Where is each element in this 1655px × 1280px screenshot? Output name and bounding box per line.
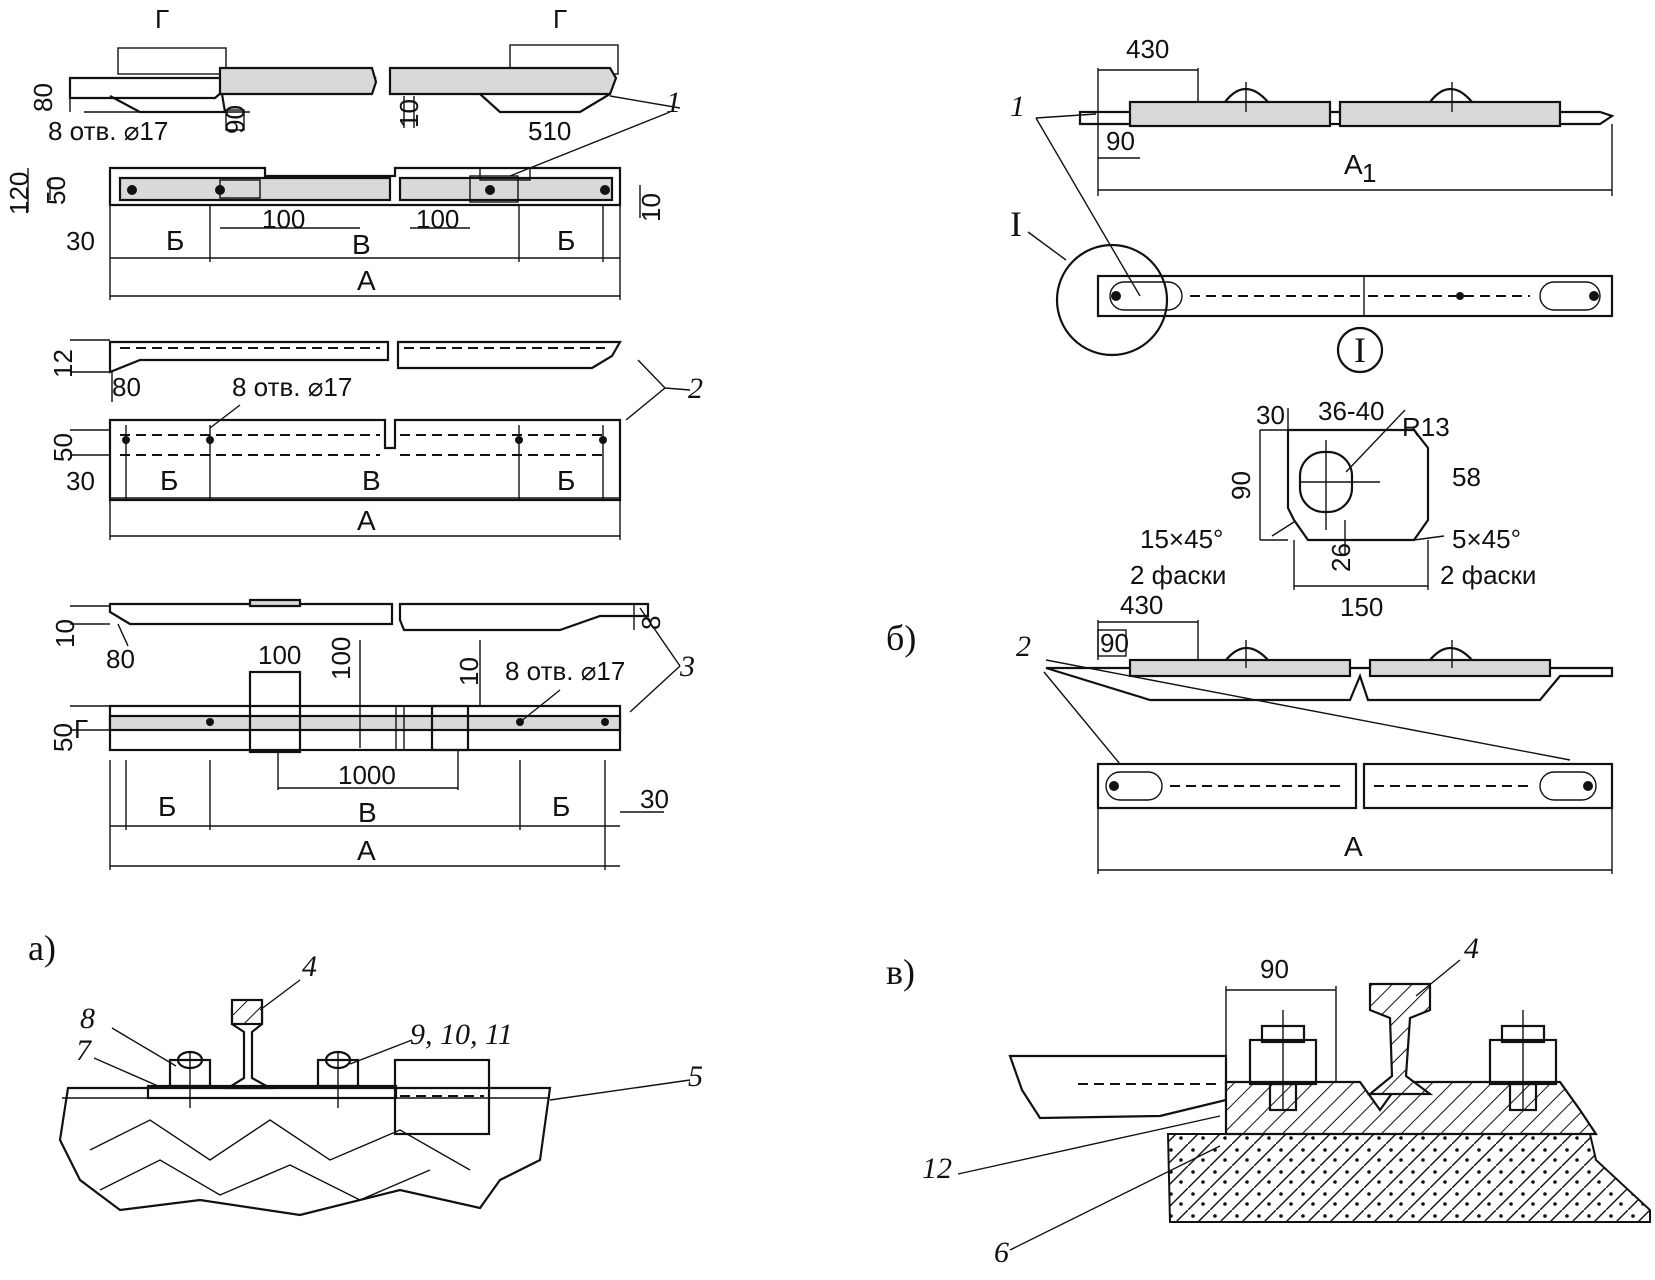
fig-a3-label-b-left: Б <box>158 791 176 822</box>
fig-a2-holes: 8 отв. ⌀17 <box>232 372 352 402</box>
fig-a1-dim-10-right: 10 <box>636 193 666 222</box>
fig-a2-label-v: В <box>362 465 381 496</box>
fig-b-top-label-a1: А <box>1344 149 1363 180</box>
fig-a1-dim-50: 50 <box>41 176 71 205</box>
fig-b-bottom-label-a: А <box>1344 831 1363 862</box>
fig-a1-dim-100-left: 100 <box>262 204 305 234</box>
fig-b-top-detail-circle-label: I <box>1354 330 1366 370</box>
fig-a2-dim-12: 12 <box>48 349 78 378</box>
fig-v-callout-12: 12 <box>922 1152 952 1185</box>
fig-a1-holes: 8 отв. ⌀17 <box>48 116 168 146</box>
fig-b-detail-dim-r13: R13 <box>1402 412 1450 442</box>
fig-a-top-view: Г Г 80 90 10 8 отв. ⌀17 510 120 50 100 1… <box>4 4 681 300</box>
fig-a3-dim-10: 10 <box>50 619 80 648</box>
fig-b-detail-dim-90: 90 <box>1226 471 1256 500</box>
fig-b-detail-chamfer-right: 5×45° <box>1452 524 1521 554</box>
fig-a3-dim-10-b: 10 <box>454 657 484 686</box>
fig-a3-label-g: Г <box>74 714 88 744</box>
fig-b-top-detail-mark: I <box>1010 204 1022 244</box>
fig-a-callout-9-10-11: 9, 10, 11 <box>410 1018 513 1051</box>
fig-v-part-label: в) <box>886 952 915 992</box>
fig-a2-label-b-right: Б <box>557 465 575 496</box>
fig-a1-dim-120: 120 <box>4 172 34 215</box>
fig-a1-dim-30: 30 <box>66 226 95 256</box>
fig-a3-callout: 3 <box>679 650 695 683</box>
fig-b-top-dim-90: 90 <box>1106 126 1135 156</box>
fig-a2-label-a: А <box>357 505 376 536</box>
fig-v-callout-4: 4 <box>1464 932 1479 965</box>
fig-a1-dim-80: 80 <box>28 83 58 112</box>
fig-a1-label-a: А <box>357 265 376 296</box>
fig-b-detail-dim-58: 58 <box>1452 462 1481 492</box>
fig-b-detail-dim-26: 26 <box>1326 543 1356 572</box>
fig-a1-dim-10: 10 <box>394 99 424 128</box>
fig-a2-label-b-left: Б <box>160 465 178 496</box>
fig-a-callout-4: 4 <box>302 950 317 983</box>
fig-b-bottom-dim-90: 90 <box>1100 628 1129 658</box>
fig-a1-label-b-right: Б <box>557 225 575 256</box>
fig-a1-dim-90: 90 <box>220 105 250 134</box>
fig-b-top-callout: 1 <box>1010 90 1025 123</box>
fig-a3-dim-1000: 1000 <box>338 760 396 790</box>
fig-a1-dim-510: 510 <box>528 116 571 146</box>
fig-b-detail-dim-150: 150 <box>1340 592 1383 622</box>
fig-a3-label-a: А <box>357 835 376 866</box>
fig-a2-callout: 2 <box>688 372 703 405</box>
fig-a3-dim-80: 80 <box>106 644 135 674</box>
fig-a-section: а) 4 8 7 9, 10, 11 5 <box>28 928 703 1217</box>
fig-a-callout-8: 8 <box>80 1002 95 1035</box>
fig-a-middle-view: 12 80 8 отв. ⌀17 50 30 Б В Б А 2 <box>48 339 703 540</box>
fig-b-bottom-dim-430: 430 <box>1120 590 1163 620</box>
fig-v-section: в) 90 4 12 6 <box>886 932 1651 1269</box>
fig-a-callout-7: 7 <box>76 1034 93 1067</box>
fig-b-top: 430 1 90 А 1 I I <box>1010 34 1615 374</box>
fig-a2-dim-80: 80 <box>112 372 141 402</box>
fig-b-detail: 30 36-40 R13 90 58 15×45° 2 фаски 26 5×4… <box>1130 396 1536 622</box>
fig-a1-callout: 1 <box>666 86 681 119</box>
fig-a3-label-v: В <box>358 797 377 828</box>
fig-a2-dim-50: 50 <box>48 433 78 462</box>
fig-a2-dim-30: 30 <box>66 466 95 496</box>
fig-a3-dim-100-b: 100 <box>326 637 356 680</box>
fig-a3-dim-8: 8 <box>636 616 666 630</box>
fig-a-bottom-view: 10 80 8 100 100 10 8 отв. ⌀17 50 Г 1000 … <box>48 598 695 870</box>
fig-a3-dim-30: 30 <box>640 784 669 814</box>
fig-a3-label-b-right: Б <box>552 791 570 822</box>
fig-a1-label-g-left: Г <box>155 4 169 34</box>
fig-v-dim-90: 90 <box>1260 954 1289 984</box>
fig-a1-label-v: В <box>352 229 371 260</box>
fig-b-bottom-callout: 2 <box>1016 630 1031 663</box>
fig-b-detail-dim-36-40: 36-40 <box>1318 396 1385 426</box>
fig-b-detail-chamfer-left-count: 2 фаски <box>1130 560 1226 590</box>
fig-b-part-label: б) <box>886 618 916 658</box>
fig-a3-dim-50: 50 <box>48 723 78 752</box>
fig-a-callout-5: 5 <box>688 1060 703 1093</box>
fig-v-callout-6: 6 <box>994 1236 1009 1269</box>
fig-a3-dim-100-a: 100 <box>258 640 301 670</box>
fig-a1-label-g-right: Г <box>553 4 567 34</box>
fig-b-top-label-a1-sub: 1 <box>1362 158 1376 188</box>
fig-a-part-label: а) <box>28 928 56 968</box>
fig-a1-dim-100-right: 100 <box>416 204 459 234</box>
fig-b-bottom: б) 430 90 2 А <box>886 590 1614 874</box>
fig-a1-label-b-left: Б <box>166 225 184 256</box>
fig-b-top-dim-430: 430 <box>1126 34 1169 64</box>
fig-b-detail-dim-30: 30 <box>1256 400 1285 430</box>
fig-a3-holes: 8 отв. ⌀17 <box>505 656 625 686</box>
fig-b-detail-chamfer-right-count: 2 фаски <box>1440 560 1536 590</box>
fig-b-detail-chamfer-left: 15×45° <box>1140 524 1223 554</box>
